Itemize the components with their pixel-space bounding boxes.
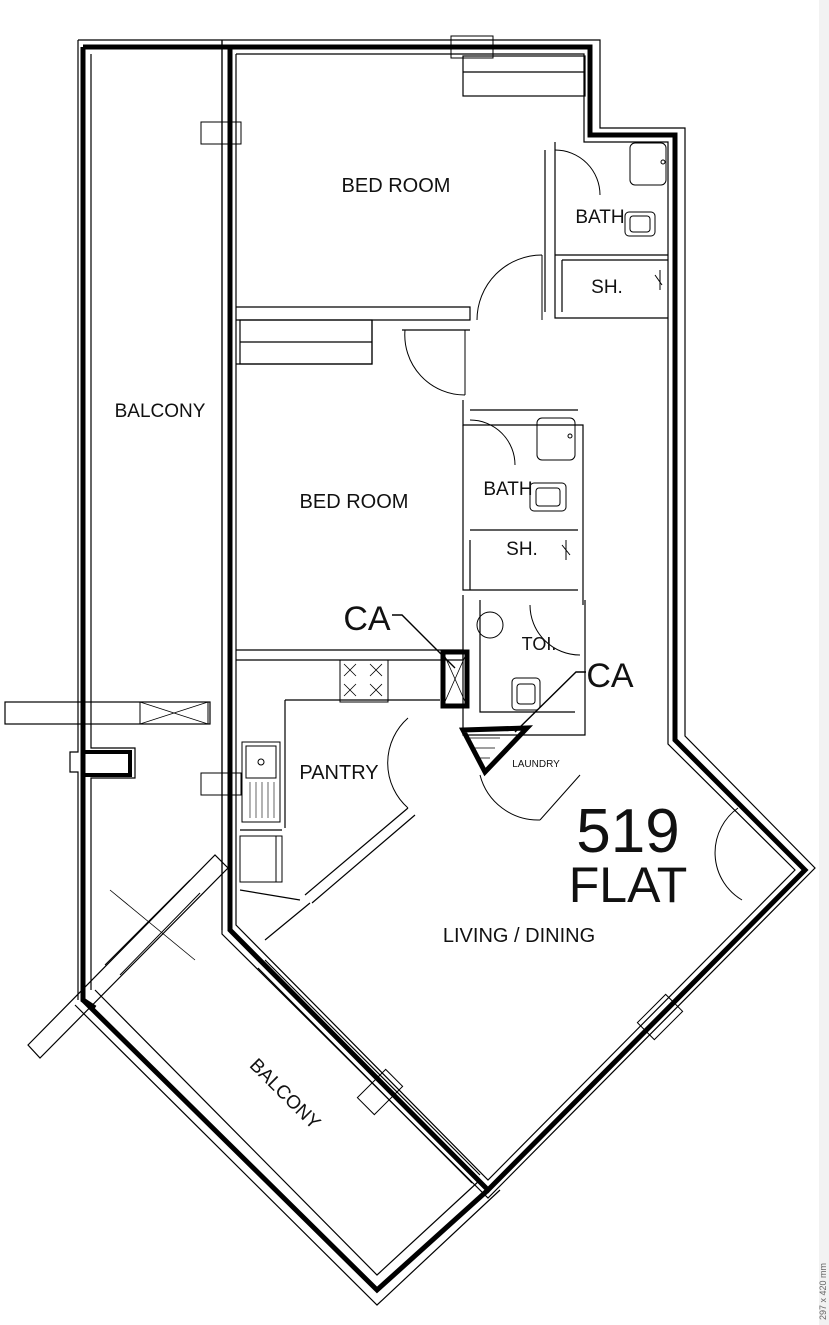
left-sill [4,701,211,725]
room-labels: BED ROOM BATH SH. BALCONY BED ROOM BATH … [115,175,688,1134]
label-laundry: LAUNDRY [512,759,560,770]
label-balcony-left: BALCONY [115,401,206,422]
exterior-wall [78,39,816,1199]
label-ca-2: CA [586,657,634,695]
page-edge-strip [819,0,829,1325]
label-bath-2: BATH [483,479,532,500]
label-bedroom-2: BED ROOM [300,491,409,513]
diagonal-window-frame [27,854,229,1059]
unit-type: FLAT [569,857,688,913]
label-living-dining: LIVING / DINING [443,925,595,947]
label-balcony-bottom: BALCONY [245,1055,324,1134]
left-balcony-outline [69,40,223,1011]
interior-walls [236,55,668,941]
label-shower-1: SH. [591,277,623,298]
label-pantry: PANTRY [299,762,378,784]
bottom-balcony-outline [74,959,501,1306]
unit-number: 519 [576,797,679,866]
fixtures [239,142,667,883]
door-swings [387,149,743,901]
sheet-size-note: 297 x 420 mm [818,1262,828,1320]
window-markers [200,35,684,1116]
label-bedroom-1: BED ROOM [342,175,451,197]
label-shower-2: SH. [506,539,538,560]
label-ca-1: CA [343,600,391,638]
label-toilet: TOI. [522,634,557,654]
label-bath-1: BATH [575,207,624,228]
